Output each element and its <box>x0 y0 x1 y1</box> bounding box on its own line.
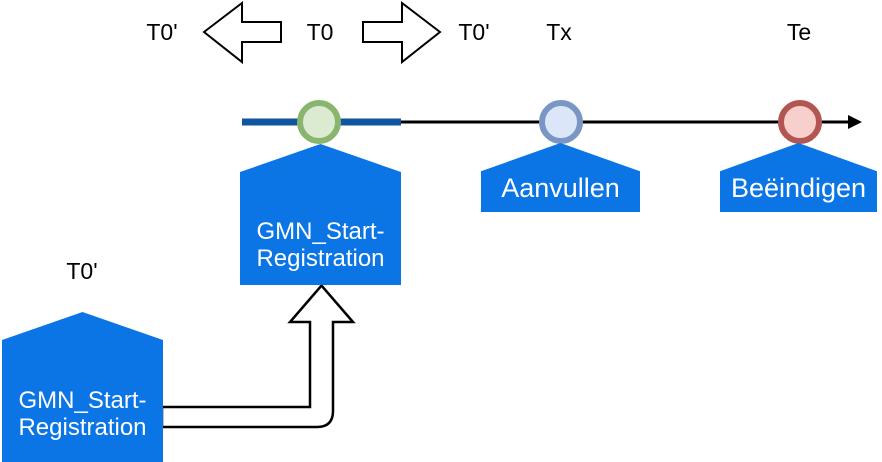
event-label-line: GMN_Start- <box>256 218 385 246</box>
event-label-line: Registration <box>256 245 385 273</box>
event-label: Aanvullen <box>501 172 620 203</box>
event-callout-correction-registration: GMN_Start- Registration <box>2 312 163 462</box>
elbow-arrow-icon <box>160 283 356 429</box>
marker-te-icon <box>778 100 822 144</box>
marker-tx-icon <box>539 100 583 144</box>
marker-t0-icon <box>297 100 341 144</box>
event-label-line: GMN_Start- <box>18 387 147 415</box>
label-t0-prime-bottom: T0' <box>66 258 98 284</box>
event-label-line: Registration <box>18 414 147 442</box>
arrow-right-icon <box>362 0 442 65</box>
arrow-left-icon <box>202 0 282 65</box>
event-callout-start-registration: GMN_Start- Registration <box>240 144 401 285</box>
label-t0-prime-right: T0' <box>458 19 490 45</box>
event-label: Beëindigen <box>730 172 867 203</box>
label-t0: T0 <box>306 19 334 45</box>
label-t0-prime-left: T0' <box>146 19 178 45</box>
label-te: Te <box>786 19 812 45</box>
label-tx: Tx <box>546 19 572 45</box>
timeline-arrowhead-icon <box>848 115 862 129</box>
